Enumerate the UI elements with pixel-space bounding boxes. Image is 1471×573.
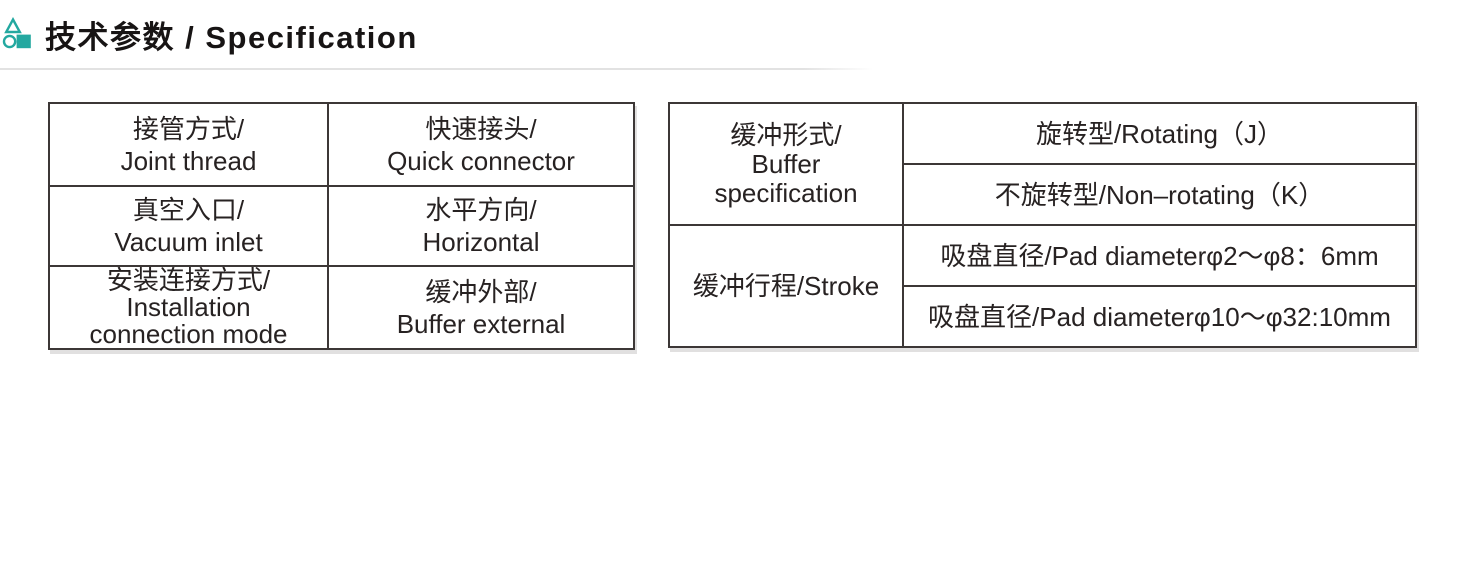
cell-line-en: Quick connector xyxy=(387,145,575,176)
cell-line-en: Buffer external xyxy=(396,308,566,339)
cell-line-en: Vacuum inlet xyxy=(114,227,263,257)
table-row: 安装连接方式/ Installation connection mode 缓冲外… xyxy=(48,265,635,350)
buffer-spec-table: 缓冲形式/ Buffer specification 旋转型/Rotating（… xyxy=(668,102,1417,348)
cell-line-en: Horizontal xyxy=(422,227,540,257)
rotating-type-cell: 旋转型/Rotating（J） xyxy=(902,102,1417,165)
cell-line-zh: 安装连接方式/ xyxy=(106,266,271,295)
cell-line-zh: 接管方式/ xyxy=(132,113,245,144)
non-rotating-type-cell: 不旋转型/Non–rotating（K） xyxy=(902,163,1417,226)
joint-thread-cell: 接管方式/ Joint thread xyxy=(48,102,329,187)
cell-line-zh: 缓冲外部/ xyxy=(425,276,537,307)
cell-line-zh: 快速接头/ xyxy=(425,113,537,144)
table-row: 缓冲形式/ Buffer specification 旋转型/Rotating（… xyxy=(668,102,1417,226)
horizontal-cell: 水平方向/ Horizontal xyxy=(327,185,635,267)
cell-line-zh: 水平方向/ xyxy=(425,195,537,225)
connection-spec-table: 接管方式/ Joint thread 快速接头/ Quick connector… xyxy=(48,102,635,350)
buffer-external-cell: 缓冲外部/ Buffer external xyxy=(327,265,635,350)
installation-mode-cell: 安装连接方式/ Installation connection mode xyxy=(48,265,329,350)
cell-line-en: Buffer xyxy=(751,148,821,179)
section-title: 技术参数 / Specification xyxy=(45,20,418,55)
vacuum-inlet-cell: 真空入口/ Vacuum inlet xyxy=(48,185,329,267)
cell-line-en: Joint thread xyxy=(120,145,257,176)
cell-line-en: connection mode xyxy=(89,319,288,349)
buffer-specification-cell: 缓冲形式/ Buffer specification xyxy=(668,102,904,226)
cell-line-zh: 缓冲形式/ xyxy=(730,119,842,150)
quick-connector-cell: 快速接头/ Quick connector xyxy=(327,102,635,187)
stroke-large-pad-cell: 吸盘直径/Pad diameterφ10～φ32:10mm xyxy=(902,285,1417,348)
cell-line-en: Installation xyxy=(126,292,251,322)
table-row: 接管方式/ Joint thread 快速接头/ Quick connector xyxy=(48,102,635,187)
table-row: 吸盘直径/Pad diameterφ10～φ32:10mm xyxy=(669,285,1417,348)
stroke-small-pad-cell: 吸盘直径/Pad diameterφ2～φ8：6mm xyxy=(902,224,1417,287)
cell-line-zh: 真空入口/ xyxy=(132,195,245,225)
triangle-circle-square-logo-icon xyxy=(2,16,34,54)
table-row: 不旋转型/Non–rotating（K） xyxy=(669,163,1417,226)
buffer-stroke-cell: 缓冲行程/Stroke xyxy=(668,224,904,348)
table-row: 缓冲行程/Stroke 吸盘直径/Pad diameterφ2～φ8：6mm xyxy=(668,224,1417,348)
cell-line-en: specification xyxy=(714,177,858,208)
header-divider xyxy=(0,68,873,70)
table-row: 真空入口/ Vacuum inlet 水平方向/ Horizontal xyxy=(48,185,635,267)
section-header: 技术参数 / Specification xyxy=(2,12,418,57)
